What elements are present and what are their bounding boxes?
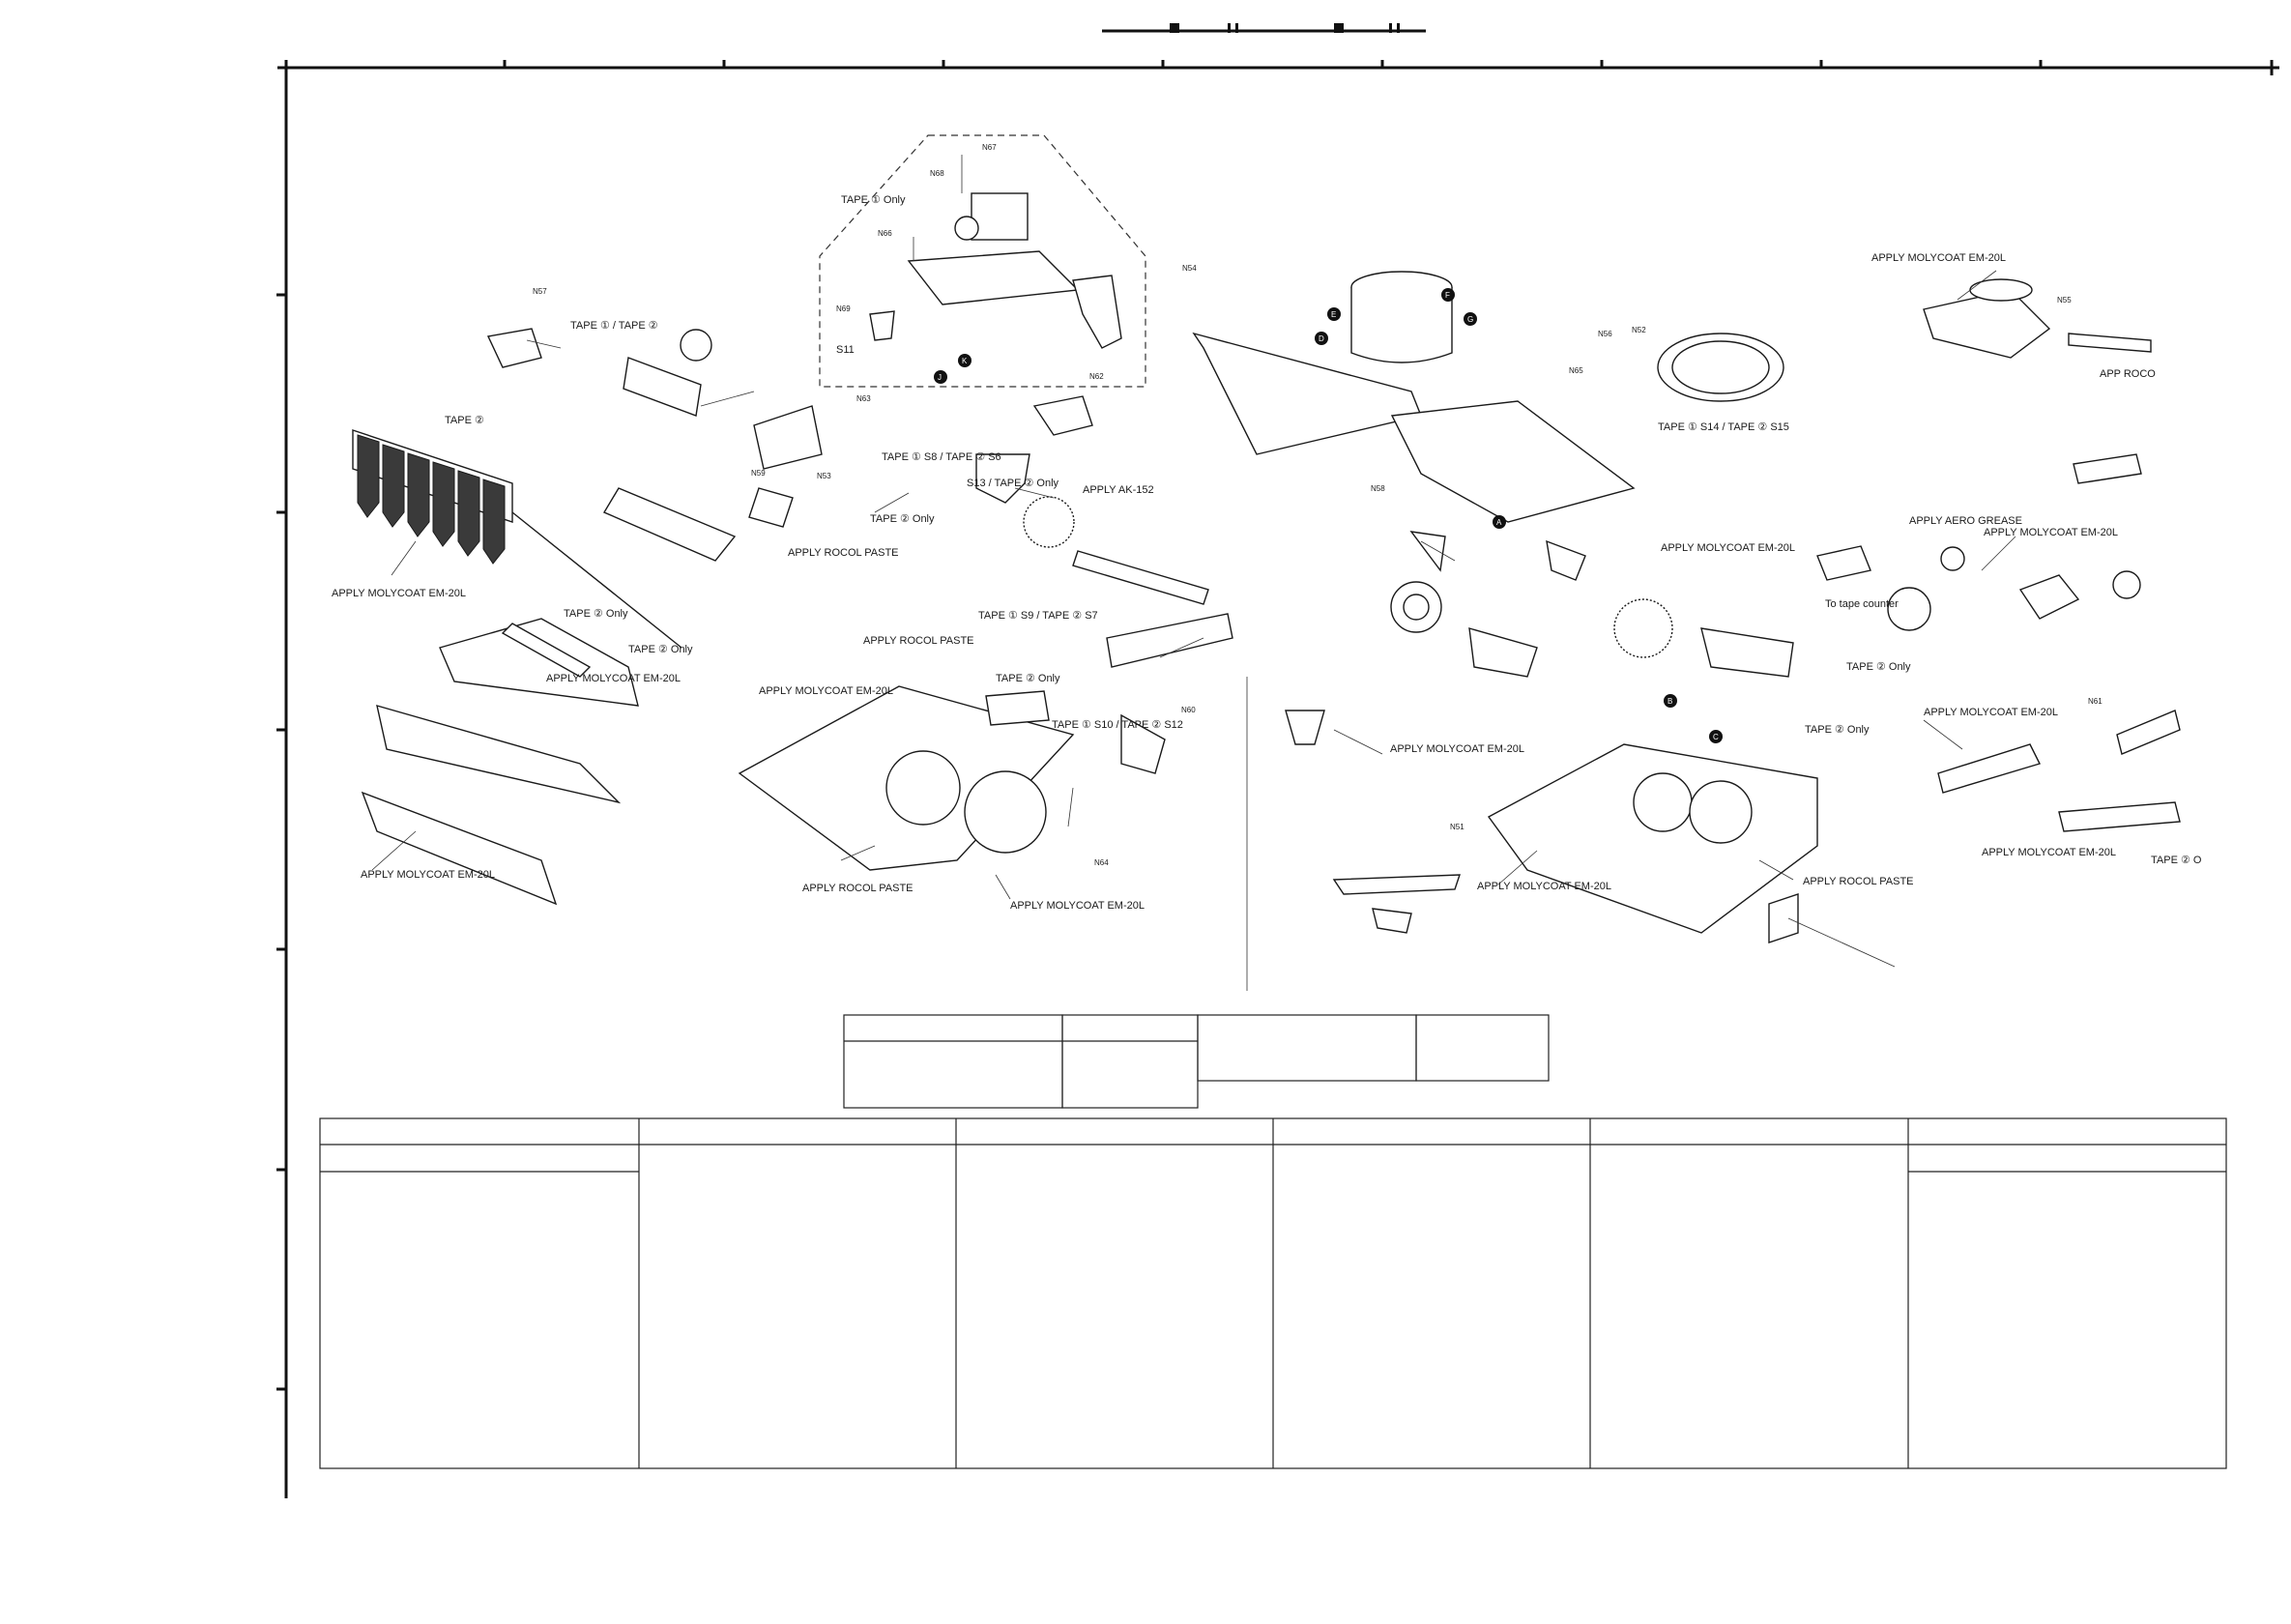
ref-n56: N56: [1598, 330, 1612, 338]
letter-markers: J K A B C D E F G: [934, 288, 1723, 743]
callout-molycoat-mid: APPLY MOLYCOAT EM-20L: [546, 673, 681, 684]
callout-s13-tape2-only: S13 / TAPE ② Only: [967, 478, 1059, 489]
marker-a: A: [1496, 518, 1502, 527]
callout-tape2-only-d: TAPE ② Only: [996, 673, 1060, 684]
ref-n65: N65: [1569, 366, 1583, 375]
motor-and-plates: [1192, 271, 1794, 678]
marker-d: D: [1319, 334, 1324, 343]
ref-n60: N60: [1181, 706, 1196, 714]
center-chassis: [738, 395, 1325, 871]
marker-j: J: [938, 373, 942, 382]
left-assemblies: [352, 328, 823, 906]
callout-aero-grease: APPLY AERO GREASE: [1909, 515, 2022, 527]
marker-c: C: [1713, 733, 1719, 741]
right-chassis: [1332, 743, 1818, 943]
ref-n58: N58: [1371, 484, 1385, 493]
ref-n66: N66: [878, 229, 892, 238]
callout-tape2-only-c: TAPE ② Only: [870, 513, 935, 525]
ref-n52: N52: [1632, 326, 1646, 334]
ref-n63: N63: [856, 394, 871, 403]
callout-molycoat-right-d: APPLY MOLYCOAT EM-20L: [1982, 847, 2116, 858]
callout-s11: S11: [836, 344, 855, 356]
marker-g: G: [1467, 315, 1473, 324]
callout-molycoat-left: APPLY MOLYCOAT EM-20L: [332, 588, 466, 599]
callout-molycoat-right-gear: APPLY MOLYCOAT EM-20L: [1661, 542, 1795, 554]
ref-n51: N51: [1450, 823, 1464, 831]
ref-n67: N67: [982, 143, 997, 152]
callout-to-tape-counter: To tape counter: [1825, 598, 1899, 610]
callouts: TAPE ① Only TAPE ① / TAPE ② TAPE ② S11 A…: [332, 194, 2202, 912]
callout-molycoat-right-chassis: APPLY MOLYCOAT EM-20L: [1477, 881, 1611, 892]
callout-rocol-a: APPLY ROCOL PASTE: [788, 547, 899, 559]
callout-rocol-b: APPLY ROCOL PASTE: [863, 635, 974, 647]
callout-molycoat-center: APPLY MOLYCOAT EM-20L: [759, 685, 893, 697]
ref-n69: N69: [836, 304, 851, 313]
callout-tape2-only-e: TAPE ② Only: [1846, 661, 1911, 673]
ref-n61: N61: [2088, 697, 2102, 706]
callout-molycoat-flywheel: APPLY MOLYCOAT EM-20L: [1390, 743, 1524, 755]
callout-tape1-s8-tape2-s6: TAPE ① S8 / TAPE ② S6: [882, 451, 1001, 463]
leader-lines: [371, 270, 2016, 991]
blank-tables: [319, 1014, 2227, 1469]
right-assemblies: [1816, 278, 2181, 832]
ref-n55: N55: [2057, 296, 2072, 304]
marker-e: E: [1331, 310, 1336, 319]
ref-n59: N59: [751, 469, 766, 478]
callout-tape2-only-b: TAPE ② Only: [628, 644, 693, 655]
marker-f: F: [1445, 291, 1450, 300]
ref-n53: N53: [817, 472, 831, 480]
callout-tape2: TAPE ②: [445, 415, 484, 426]
drawing-frame: [276, 23, 2279, 1498]
marker-b: B: [1668, 697, 1672, 706]
callout-tape1-s10-tape2-s12: TAPE ① S10 / TAPE ② S12: [1052, 719, 1183, 731]
marker-k: K: [962, 357, 968, 365]
callout-rocol-d: APPLY ROCOL PASTE: [1803, 876, 1914, 887]
callout-tape1-s9-tape2-s7: TAPE ① S9 / TAPE ② S7: [978, 610, 1098, 622]
callout-molycoat-chassis: APPLY MOLYCOAT EM-20L: [1010, 900, 1145, 912]
ref-n62: N62: [1089, 372, 1104, 381]
callout-molycoat-right-c: APPLY MOLYCOAT EM-20L: [1924, 707, 2058, 718]
callout-ak152: APPLY AK-152: [1083, 484, 1154, 496]
callout-molycoat-top-right: APPLY MOLYCOAT EM-20L: [1871, 252, 2006, 264]
callout-app-roco: APP ROCO: [2100, 368, 2156, 380]
callout-molycoat-bottom-left: APPLY MOLYCOAT EM-20L: [361, 869, 495, 881]
callout-molycoat-right-b: APPLY MOLYCOAT EM-20L: [1984, 527, 2118, 538]
ref-n64: N64: [1094, 858, 1109, 867]
callout-tape1-s14-tape2-s15: TAPE ① S14 / TAPE ② S15: [1658, 421, 1789, 433]
ref-n68: N68: [930, 169, 944, 178]
solenoid-inset: [819, 134, 1146, 388]
callout-tape2-only-f: TAPE ② Only: [1805, 724, 1870, 736]
ref-n54: N54: [1182, 264, 1197, 273]
callout-tape1-only: TAPE ① Only: [841, 194, 906, 206]
ref-n57: N57: [533, 287, 547, 296]
callout-tape2-only-a: TAPE ② Only: [564, 608, 628, 620]
callout-rocol-c: APPLY ROCOL PASTE: [802, 883, 914, 894]
callout-tape1-tape2: TAPE ① / TAPE ②: [570, 320, 658, 332]
reference-codes: N57 N66 N68 N67 N69 N63 N53 N59 N62 N54 …: [533, 143, 2102, 867]
callout-tape2-o: TAPE ② O: [2151, 855, 2202, 866]
